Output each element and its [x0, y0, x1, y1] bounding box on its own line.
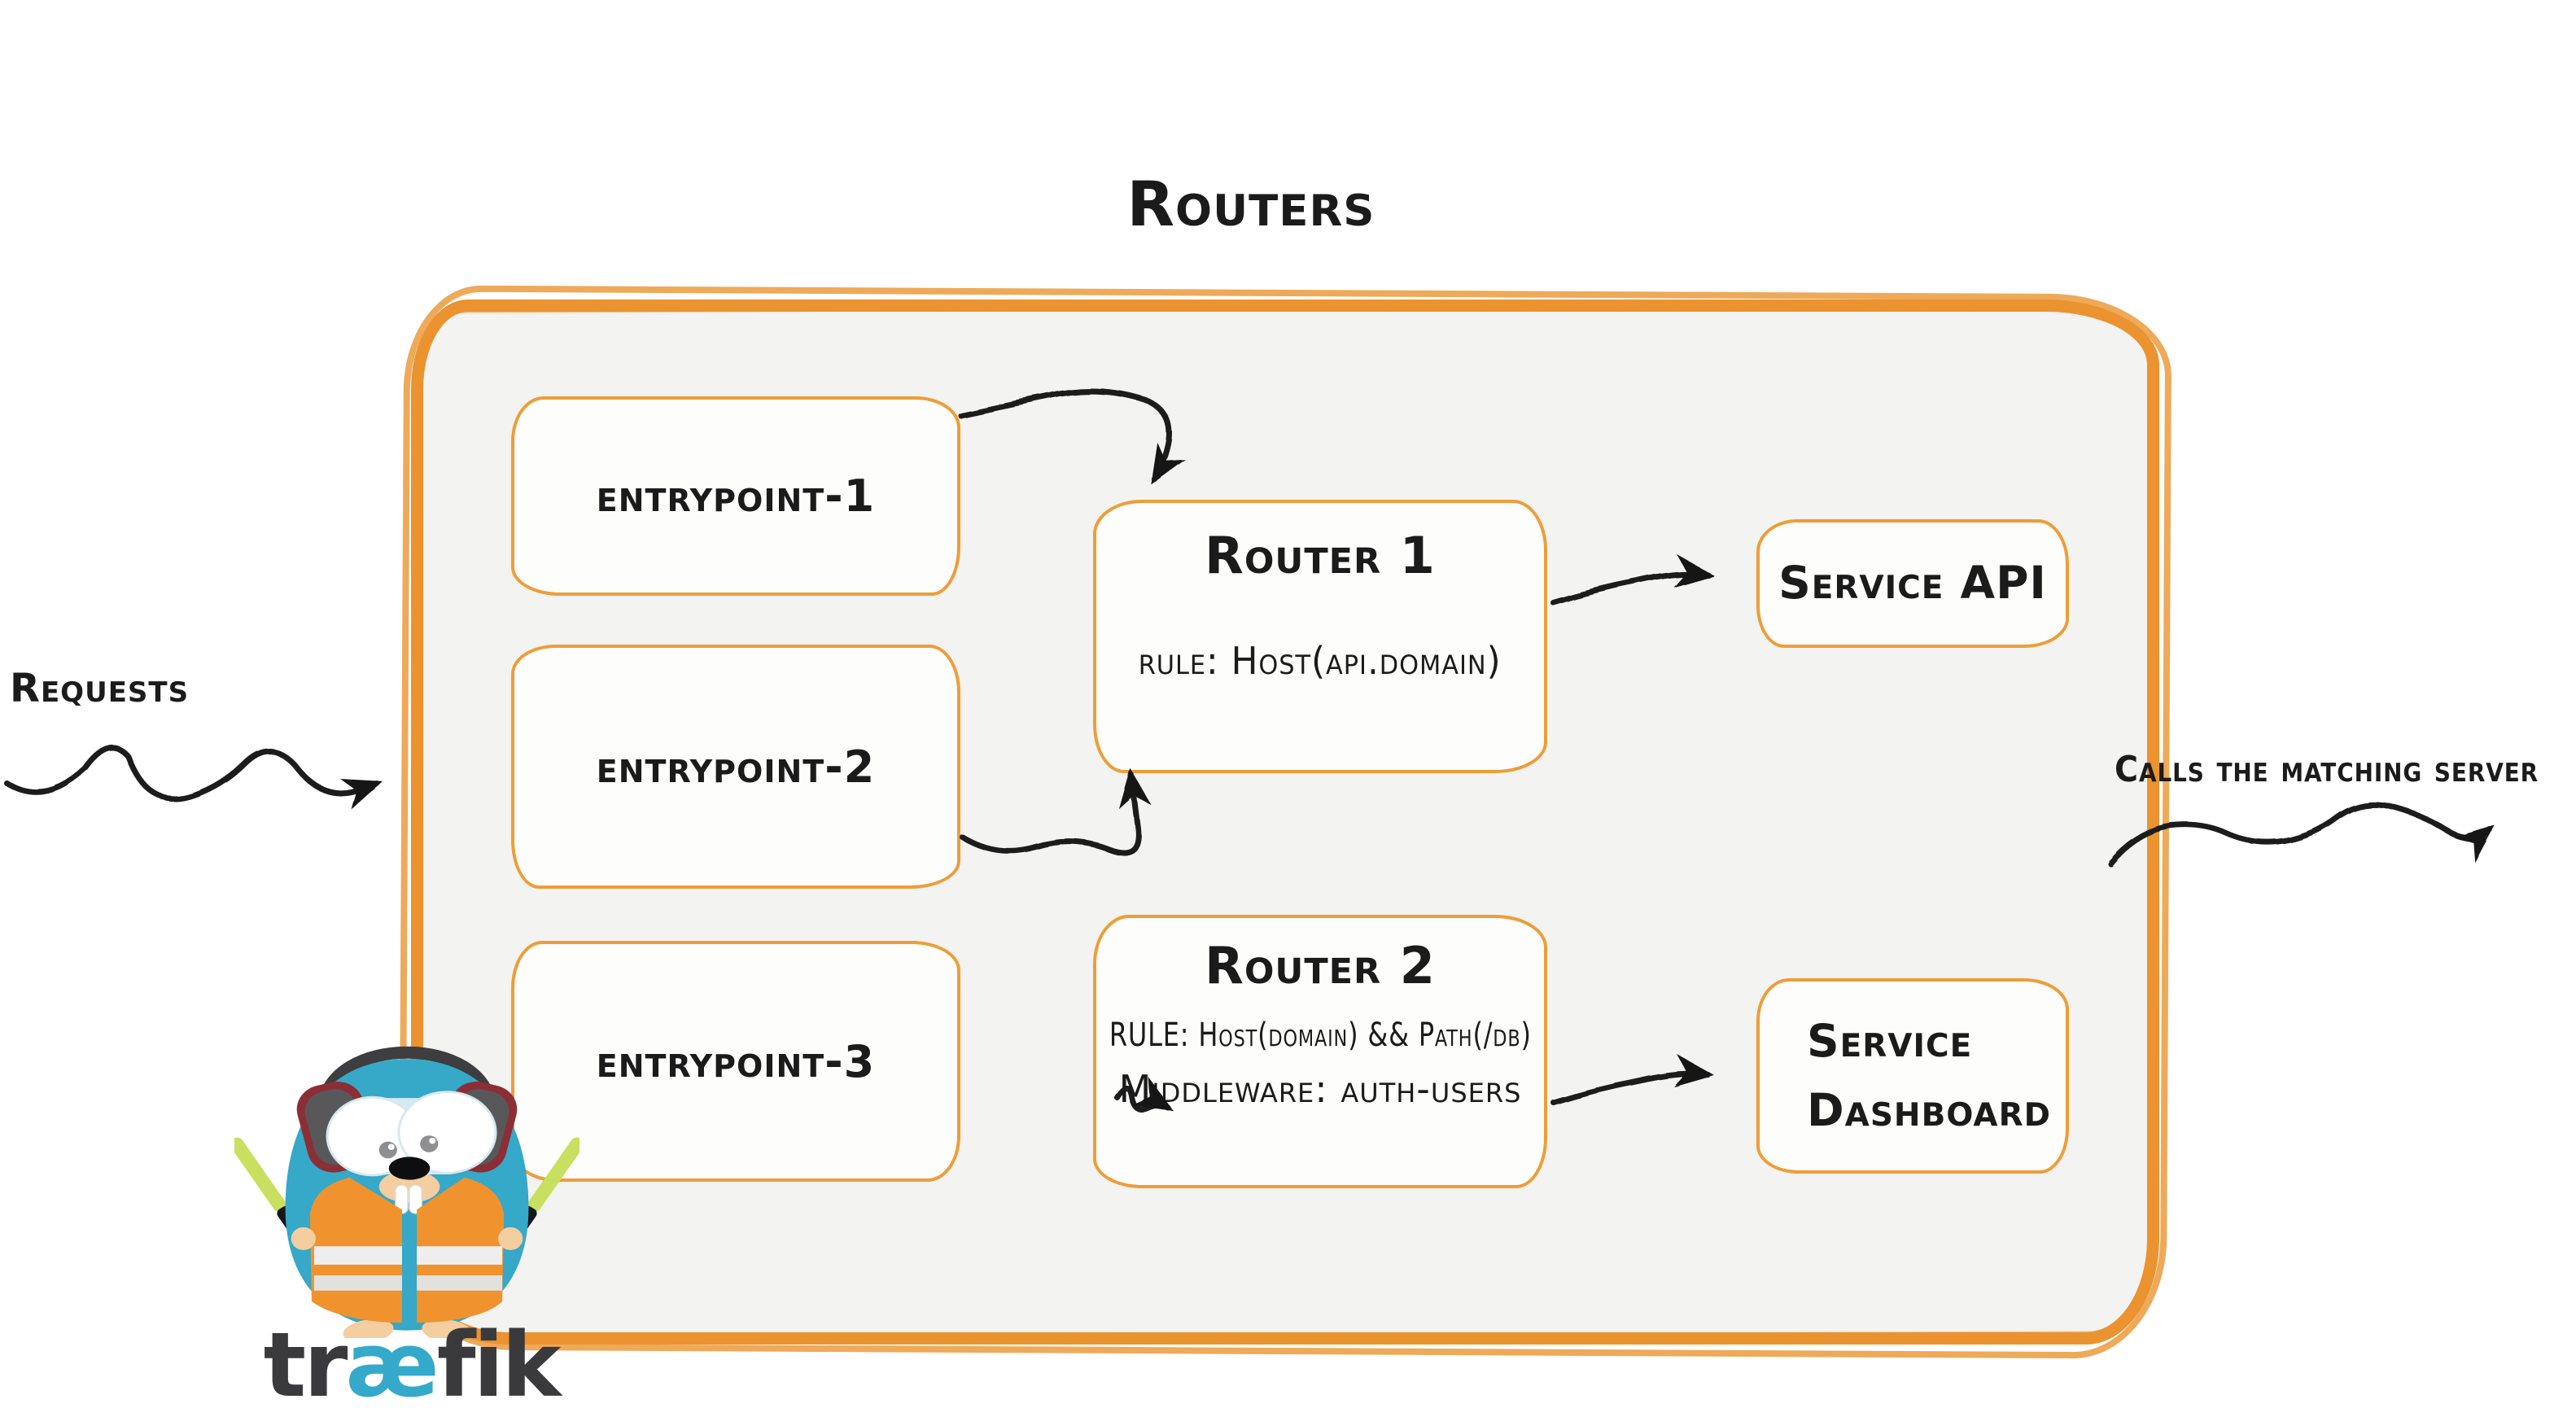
entrypoint-3-label: entrypoint-3: [596, 1035, 876, 1087]
router-2-title: Router 2: [1205, 936, 1436, 995]
gopher-muzzle: [378, 1170, 440, 1203]
page-title: Routers: [1126, 168, 1375, 240]
calls-matching-server-label: Calls the matching server: [2115, 749, 2539, 790]
entrypoint-2-box: entrypoint-2: [511, 645, 960, 889]
entrypoint-1-label: entrypoint-1: [596, 470, 876, 522]
goggles-icon: [326, 1091, 497, 1177]
entrypoint-2-label: entrypoint-2: [596, 741, 876, 793]
requests-label: Requests: [10, 666, 190, 711]
router-2-middleware: Middleware: auth-users: [1118, 1067, 1522, 1111]
entrypoint-3-box: entrypoint-3: [511, 941, 960, 1182]
gopher-hand-right: [498, 1227, 523, 1250]
wordmark-ae: æ: [345, 1313, 439, 1408]
router-2-box: Router 2 RULE: Host(domain) && Path(/db)…: [1093, 915, 1547, 1188]
gopher-nose: [388, 1157, 431, 1180]
service-dashboard-label: Service Dashboard: [1807, 1014, 2051, 1136]
gopher-foot-right: [422, 1318, 473, 1338]
router-1-rule: rule: Host(api.domain): [1139, 639, 1502, 683]
safety-vest-icon: [309, 1177, 505, 1323]
service-dashboard-box: Service Dashboard: [1756, 978, 2069, 1174]
requests-arrow-icon: [3, 746, 383, 810]
service-api-label: Service API: [1778, 557, 2047, 610]
wordmark-part2: fik: [436, 1313, 562, 1408]
gopher-hand-left: [291, 1227, 316, 1250]
router-1-title: Router 1: [1205, 526, 1436, 585]
service-api-box: Service API: [1756, 519, 2069, 648]
router-1-box: Router 1 rule: Host(api.domain): [1093, 500, 1547, 773]
entrypoint-1-box: entrypoint-1: [511, 396, 960, 596]
wordmark-part1: tr: [263, 1313, 348, 1408]
traefik-gopher-mascot: [234, 1046, 579, 1338]
gopher-foot-left: [343, 1318, 394, 1338]
gopher-tooth-right: [409, 1184, 422, 1214]
traefik-wordmark: træfik: [240, 1320, 582, 1408]
router-2-rule: RULE: Host(domain) && Path(/db): [1109, 1017, 1532, 1054]
